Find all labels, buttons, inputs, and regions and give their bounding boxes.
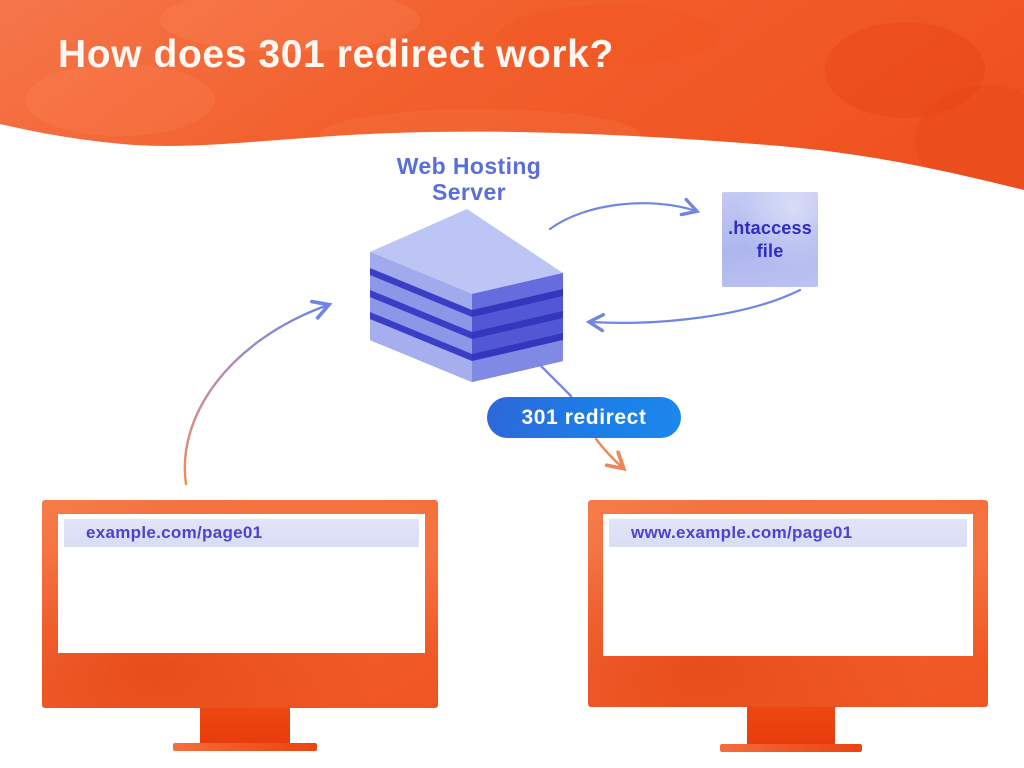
right-address-url: www.example.com/page01 [631,523,853,542]
redirect-badge-label: 301 redirect [521,405,647,429]
right-monitor-base [720,744,862,752]
redirect-badge: 301 redirect [487,397,681,438]
server-label-line2: Server [431,179,507,205]
left-address-bar: example.com/page01 [64,519,419,547]
arrow-badge-to-monitor-icon [594,437,627,472]
arrow-monitor-to-server-icon [183,299,333,486]
server-to-badge-line [535,360,573,398]
server-label-line1: Web Hosting [396,153,542,179]
right-monitor-stand [747,707,835,744]
arrow-htaccess-to-server-icon [585,288,802,333]
left-address-url: example.com/page01 [86,523,263,542]
htaccess-file-card: .htaccess file [722,192,818,287]
right-monitor-screen: www.example.com/page01 [603,514,973,656]
left-monitor-screen: example.com/page01 [58,514,425,653]
right-monitor-icon: www.example.com/page01 [588,500,988,752]
left-monitor-icon: example.com/page01 [42,500,438,751]
left-monitor-stand [200,708,290,743]
htaccess-label-line1: .htaccess [728,217,812,238]
htaccess-label-line2: file [756,240,784,261]
page-title: How does 301 redirect work? [58,33,614,76]
header-band [0,0,1024,190]
right-address-bar: www.example.com/page01 [609,519,967,547]
server-label: Web Hosting Server [359,153,579,205]
left-monitor-base [173,743,317,751]
